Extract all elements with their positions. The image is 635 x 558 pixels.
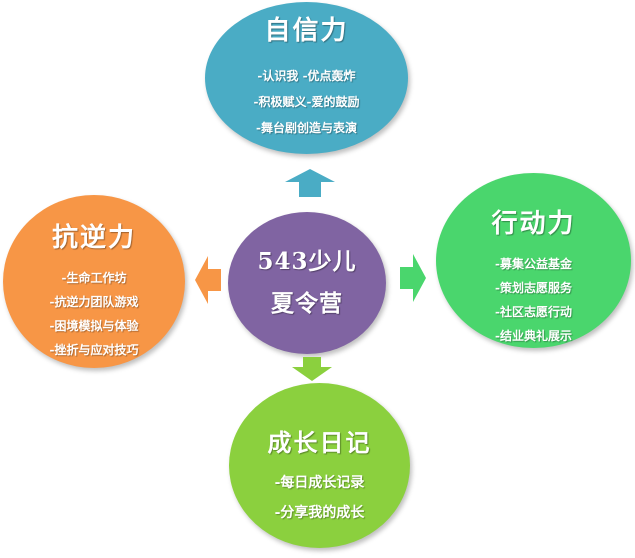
list-item: -抗逆力团队游戏 <box>49 295 139 309</box>
node-center-camp: 543少儿 夏令营 <box>228 212 386 354</box>
list-item: -挫折与应对技巧 <box>49 343 139 357</box>
list-item: -每日成长记录 <box>274 475 365 491</box>
list-item: -生命工作坊 <box>61 271 127 285</box>
node-item-list: -认识我 -优点轰炸 -积极赋义-爱的鼓励 -舞台剧创造与表演 <box>254 63 360 141</box>
node-title: 抗逆力 <box>51 223 136 253</box>
node-action: 行动力 -募集公益基金 -策划志愿服务 -社区志愿行动 -结业典礼展示 <box>436 173 631 348</box>
list-item: -困境模拟与体验 <box>49 319 139 333</box>
node-resilience: 抗逆力 -生命工作坊 -抗逆力团队游戏 -困境模拟与体验 -挫折与应对技巧 <box>3 195 185 368</box>
list-item: -策划志愿服务 <box>495 281 572 295</box>
node-title: 成长日记 <box>267 428 372 457</box>
center-title-line2: 夏令营 <box>271 290 343 317</box>
node-item-list: -每日成长记录 -分享我的成长 <box>275 468 365 528</box>
list-item: -积极赋义-爱的鼓励 <box>253 95 360 109</box>
arrow-down-icon <box>292 357 332 381</box>
list-item: -认识我 -优点轰炸 <box>257 69 356 83</box>
arrow-up-icon <box>285 169 335 197</box>
list-item: -社区志愿行动 <box>495 305 572 319</box>
arrow-left-icon <box>195 256 221 304</box>
node-title: 行动力 <box>491 209 576 239</box>
list-item: -结业典礼展示 <box>495 329 572 343</box>
node-item-list: -生命工作坊 -抗逆力团队游戏 -困境模拟与体验 -挫折与应对技巧 <box>50 266 139 362</box>
node-confidence: 自信力 -认识我 -优点轰炸 -积极赋义-爱的鼓励 -舞台剧创造与表演 <box>205 2 408 154</box>
center-title-line1: 543少儿 <box>257 248 357 275</box>
list-item: -分享我的成长 <box>274 505 365 521</box>
list-item: -募集公益基金 <box>495 257 572 271</box>
arrow-right-icon <box>400 254 426 302</box>
node-growth-diary: 成长日记 -每日成长记录 -分享我的成长 <box>229 383 410 548</box>
node-title: 自信力 <box>264 16 349 46</box>
node-item-list: -募集公益基金 -策划志愿服务 -社区志愿行动 -结业典礼展示 <box>495 252 572 348</box>
list-item: -舞台剧创造与表演 <box>256 121 357 135</box>
